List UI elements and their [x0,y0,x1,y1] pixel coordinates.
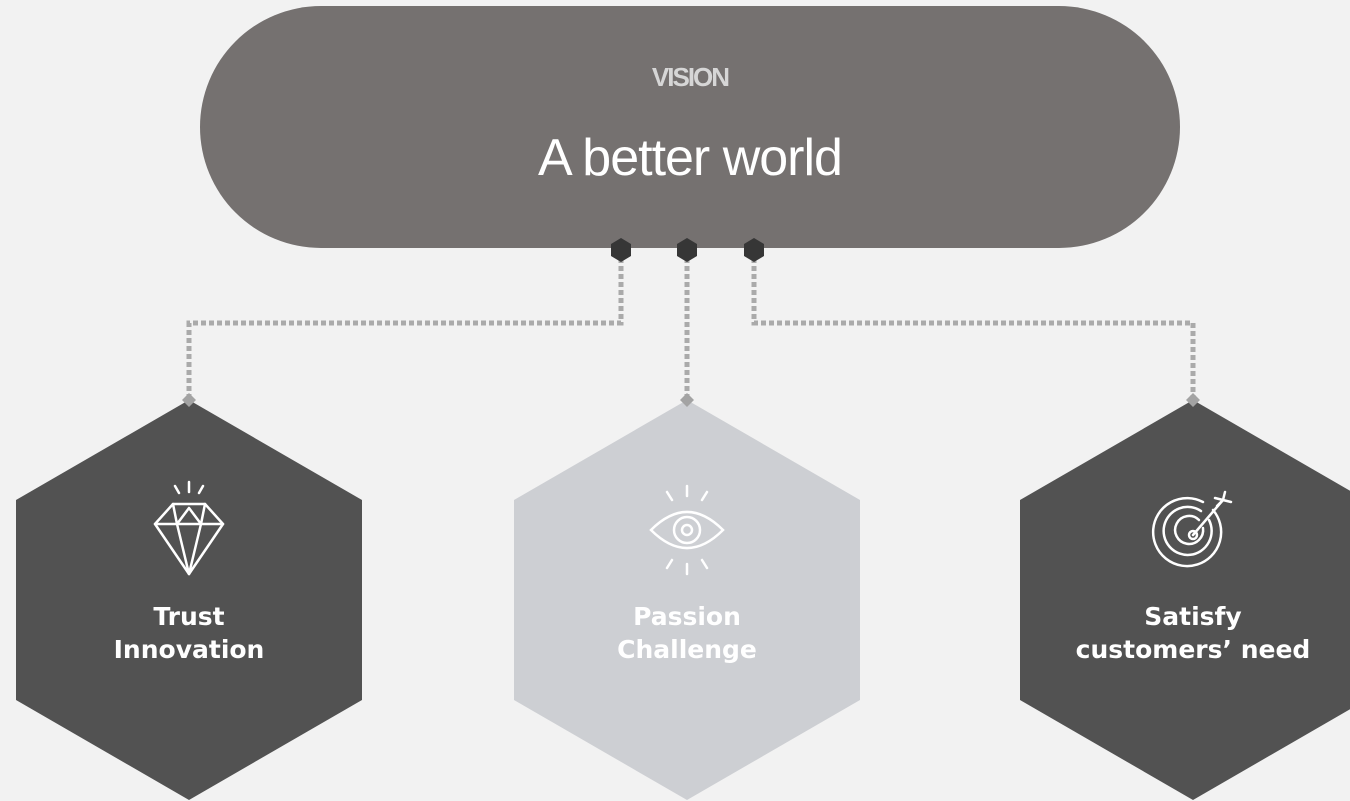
value-line-2: customers’ need [1075,635,1311,664]
eye-icon [649,484,725,576]
value-card-satisfy-customers: Satisfy customers’ need [1020,400,1350,800]
target-icon [1151,490,1233,568]
diamond-icon [153,480,225,576]
value-label: Satisfy customers’ need [1020,600,1350,666]
vision-label: VISION [651,62,730,92]
hexagon-shape [514,400,860,800]
vision-title: A better world [538,129,843,187]
vision-pill: VISION A better world [200,6,1180,248]
connector-right [751,258,1196,396]
value-line-2: Challenge [617,635,757,664]
endpoint-center [680,393,694,407]
value-card-trust-innovation: Trust Innovation [16,400,362,800]
hexagon-shape [16,400,362,800]
value-line-2: Innovation [113,635,265,664]
value-label: Trust Innovation [16,600,362,666]
value-line-1: Passion [633,602,741,631]
node-center [677,238,697,262]
value-card-passion-challenge: Passion Challenge [514,400,860,800]
value-line-1: Trust [153,602,225,631]
value-line-1: Satisfy [1144,602,1242,631]
node-right [744,238,764,262]
hexagon-shape [1020,400,1350,800]
endpoint-right [1186,393,1200,407]
value-label: Passion Challenge [514,600,860,666]
node-left [611,238,631,262]
connector-left [186,258,624,396]
endpoint-left [182,393,196,407]
